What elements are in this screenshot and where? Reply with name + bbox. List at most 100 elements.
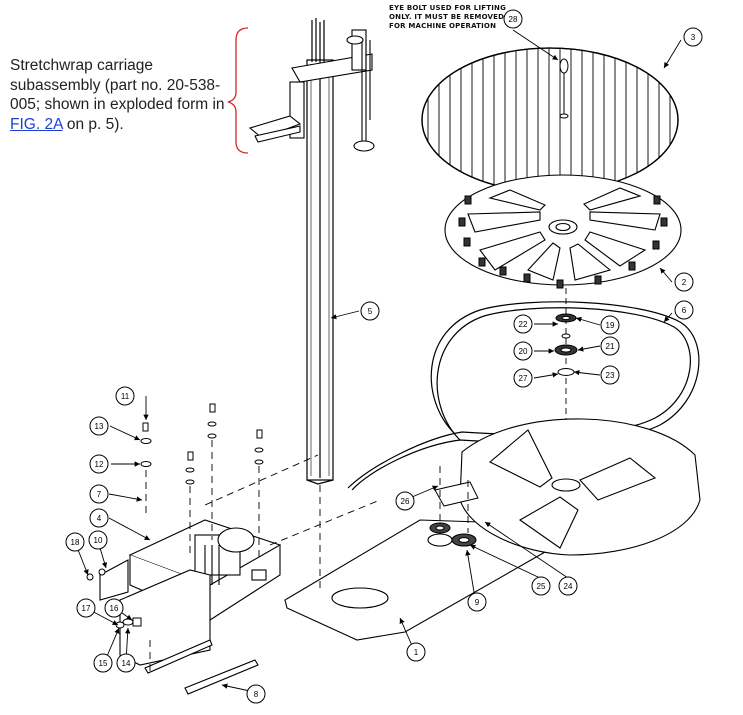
eye-bolt-note-line3: FOR MACHINE OPERATION xyxy=(389,22,497,30)
balloon-circle xyxy=(89,454,109,474)
balloon-label: 3 xyxy=(691,33,696,42)
balloon-label: 13 xyxy=(95,422,104,431)
balloon-circle xyxy=(88,530,108,550)
stud-nut xyxy=(653,195,661,205)
balloon-circle xyxy=(65,532,85,552)
balloon-14: 14 xyxy=(116,653,136,673)
balloon-7: 7 xyxy=(89,484,109,504)
callout-text: Stretchwrap carriage subassembly (part n… xyxy=(10,57,225,113)
balloon-label: 22 xyxy=(519,320,528,329)
balloon-label: 27 xyxy=(519,374,528,383)
balloon-circle xyxy=(93,653,113,673)
balloon-26: 26 xyxy=(395,491,415,511)
balloon-15: 15 xyxy=(93,653,113,673)
balloon-circle xyxy=(503,9,523,29)
balloon-circle xyxy=(531,576,551,596)
balloon-label: 15 xyxy=(99,659,108,668)
balloon-label: 26 xyxy=(401,497,410,506)
balloon-21: 21 xyxy=(600,336,620,356)
balloon-5: 5 xyxy=(360,301,380,321)
balloon-label: 12 xyxy=(95,460,104,469)
balloon-28: 28 xyxy=(503,9,523,29)
balloon-circle xyxy=(600,336,620,356)
balloon-24: 24 xyxy=(558,576,578,596)
balloon-circle xyxy=(246,684,266,704)
stud-nut xyxy=(628,261,636,271)
balloon-circle xyxy=(683,27,703,47)
balloon-circle xyxy=(600,315,620,335)
fasteners xyxy=(86,403,264,629)
drive-band xyxy=(347,301,700,491)
fig-2a-link[interactable]: FIG. 2A xyxy=(10,115,63,133)
spider-plate-studs xyxy=(458,195,668,289)
balloon-label: 9 xyxy=(475,598,480,607)
balloon-1: 1 xyxy=(406,642,426,662)
stud-nut xyxy=(594,275,602,285)
balloon-25: 25 xyxy=(531,576,551,596)
balloon-label: 19 xyxy=(606,321,615,330)
balloon-circle xyxy=(513,341,533,361)
balloon-label: 21 xyxy=(606,342,615,351)
carriage-callout: Stretchwrap carriage subassembly (part n… xyxy=(10,56,225,134)
stud-nut xyxy=(463,237,471,247)
balloon-11: 11 xyxy=(115,386,135,406)
balloon-circle xyxy=(76,598,96,618)
balloon-20: 20 xyxy=(513,341,533,361)
balloon-label: 1 xyxy=(414,648,419,657)
balloon-circle xyxy=(89,484,109,504)
balloon-circle xyxy=(600,365,620,385)
balloon-10: 10 xyxy=(88,530,108,550)
balloon-label: 23 xyxy=(606,371,615,380)
balloon-12: 12 xyxy=(89,454,109,474)
balloon-circle xyxy=(104,598,124,618)
balloon-label: 10 xyxy=(94,536,103,545)
drive-pulleys xyxy=(429,481,479,547)
mounting-plate xyxy=(119,569,259,695)
balloon-label: 14 xyxy=(122,659,131,668)
stud-nut xyxy=(652,240,660,250)
stud-nut xyxy=(458,217,466,227)
balloon-2: 2 xyxy=(674,272,694,292)
stud-nut xyxy=(478,257,486,267)
stud-nut xyxy=(556,279,564,289)
stud-nut xyxy=(464,195,472,205)
balloon-label: 11 xyxy=(121,392,130,401)
balloon-circle xyxy=(115,386,135,406)
stud-nut xyxy=(499,266,507,276)
spider-plate xyxy=(444,174,682,286)
balloon-label: 6 xyxy=(682,306,687,315)
base-plate xyxy=(283,519,547,641)
balloon-label: 16 xyxy=(110,604,119,613)
callout-bracket xyxy=(227,27,249,154)
eye-bolt-warning: EYE BOLT USED FOR LIFTING ONLY. IT MUST … xyxy=(389,4,529,31)
balloon-9: 9 xyxy=(467,592,487,612)
stretchwrap-carriage xyxy=(248,29,375,152)
eye-bolt-note-line1: EYE BOLT USED FOR LIFTING xyxy=(389,4,507,12)
eye-bolt-note-line2: ONLY. IT MUST BE REMOVED xyxy=(389,13,505,21)
balloon-27: 27 xyxy=(513,368,533,388)
balloon-16: 16 xyxy=(104,598,124,618)
balloon-circle xyxy=(395,491,415,511)
balloon-label: 18 xyxy=(71,538,80,547)
balloon-3: 3 xyxy=(683,27,703,47)
balloon-label: 24 xyxy=(564,582,573,591)
stud-nut xyxy=(660,217,668,227)
balloon-circle xyxy=(360,301,380,321)
balloon-18: 18 xyxy=(65,532,85,552)
balloon-label: 28 xyxy=(509,15,518,24)
balloon-23: 23 xyxy=(600,365,620,385)
balloon-4: 4 xyxy=(89,508,109,528)
balloon-label: 17 xyxy=(82,604,91,613)
balloon-label: 7 xyxy=(97,490,102,499)
balloon-label: 20 xyxy=(519,347,528,356)
stud-nut xyxy=(523,273,531,283)
balloon-13: 13 xyxy=(89,416,109,436)
balloon-label: 4 xyxy=(97,514,102,523)
eye-bolt xyxy=(559,58,569,119)
balloon-6: 6 xyxy=(674,300,694,320)
balloon-8: 8 xyxy=(246,684,266,704)
balloon-19: 19 xyxy=(600,315,620,335)
bottom-frame xyxy=(459,418,701,556)
balloon-circle xyxy=(513,314,533,334)
